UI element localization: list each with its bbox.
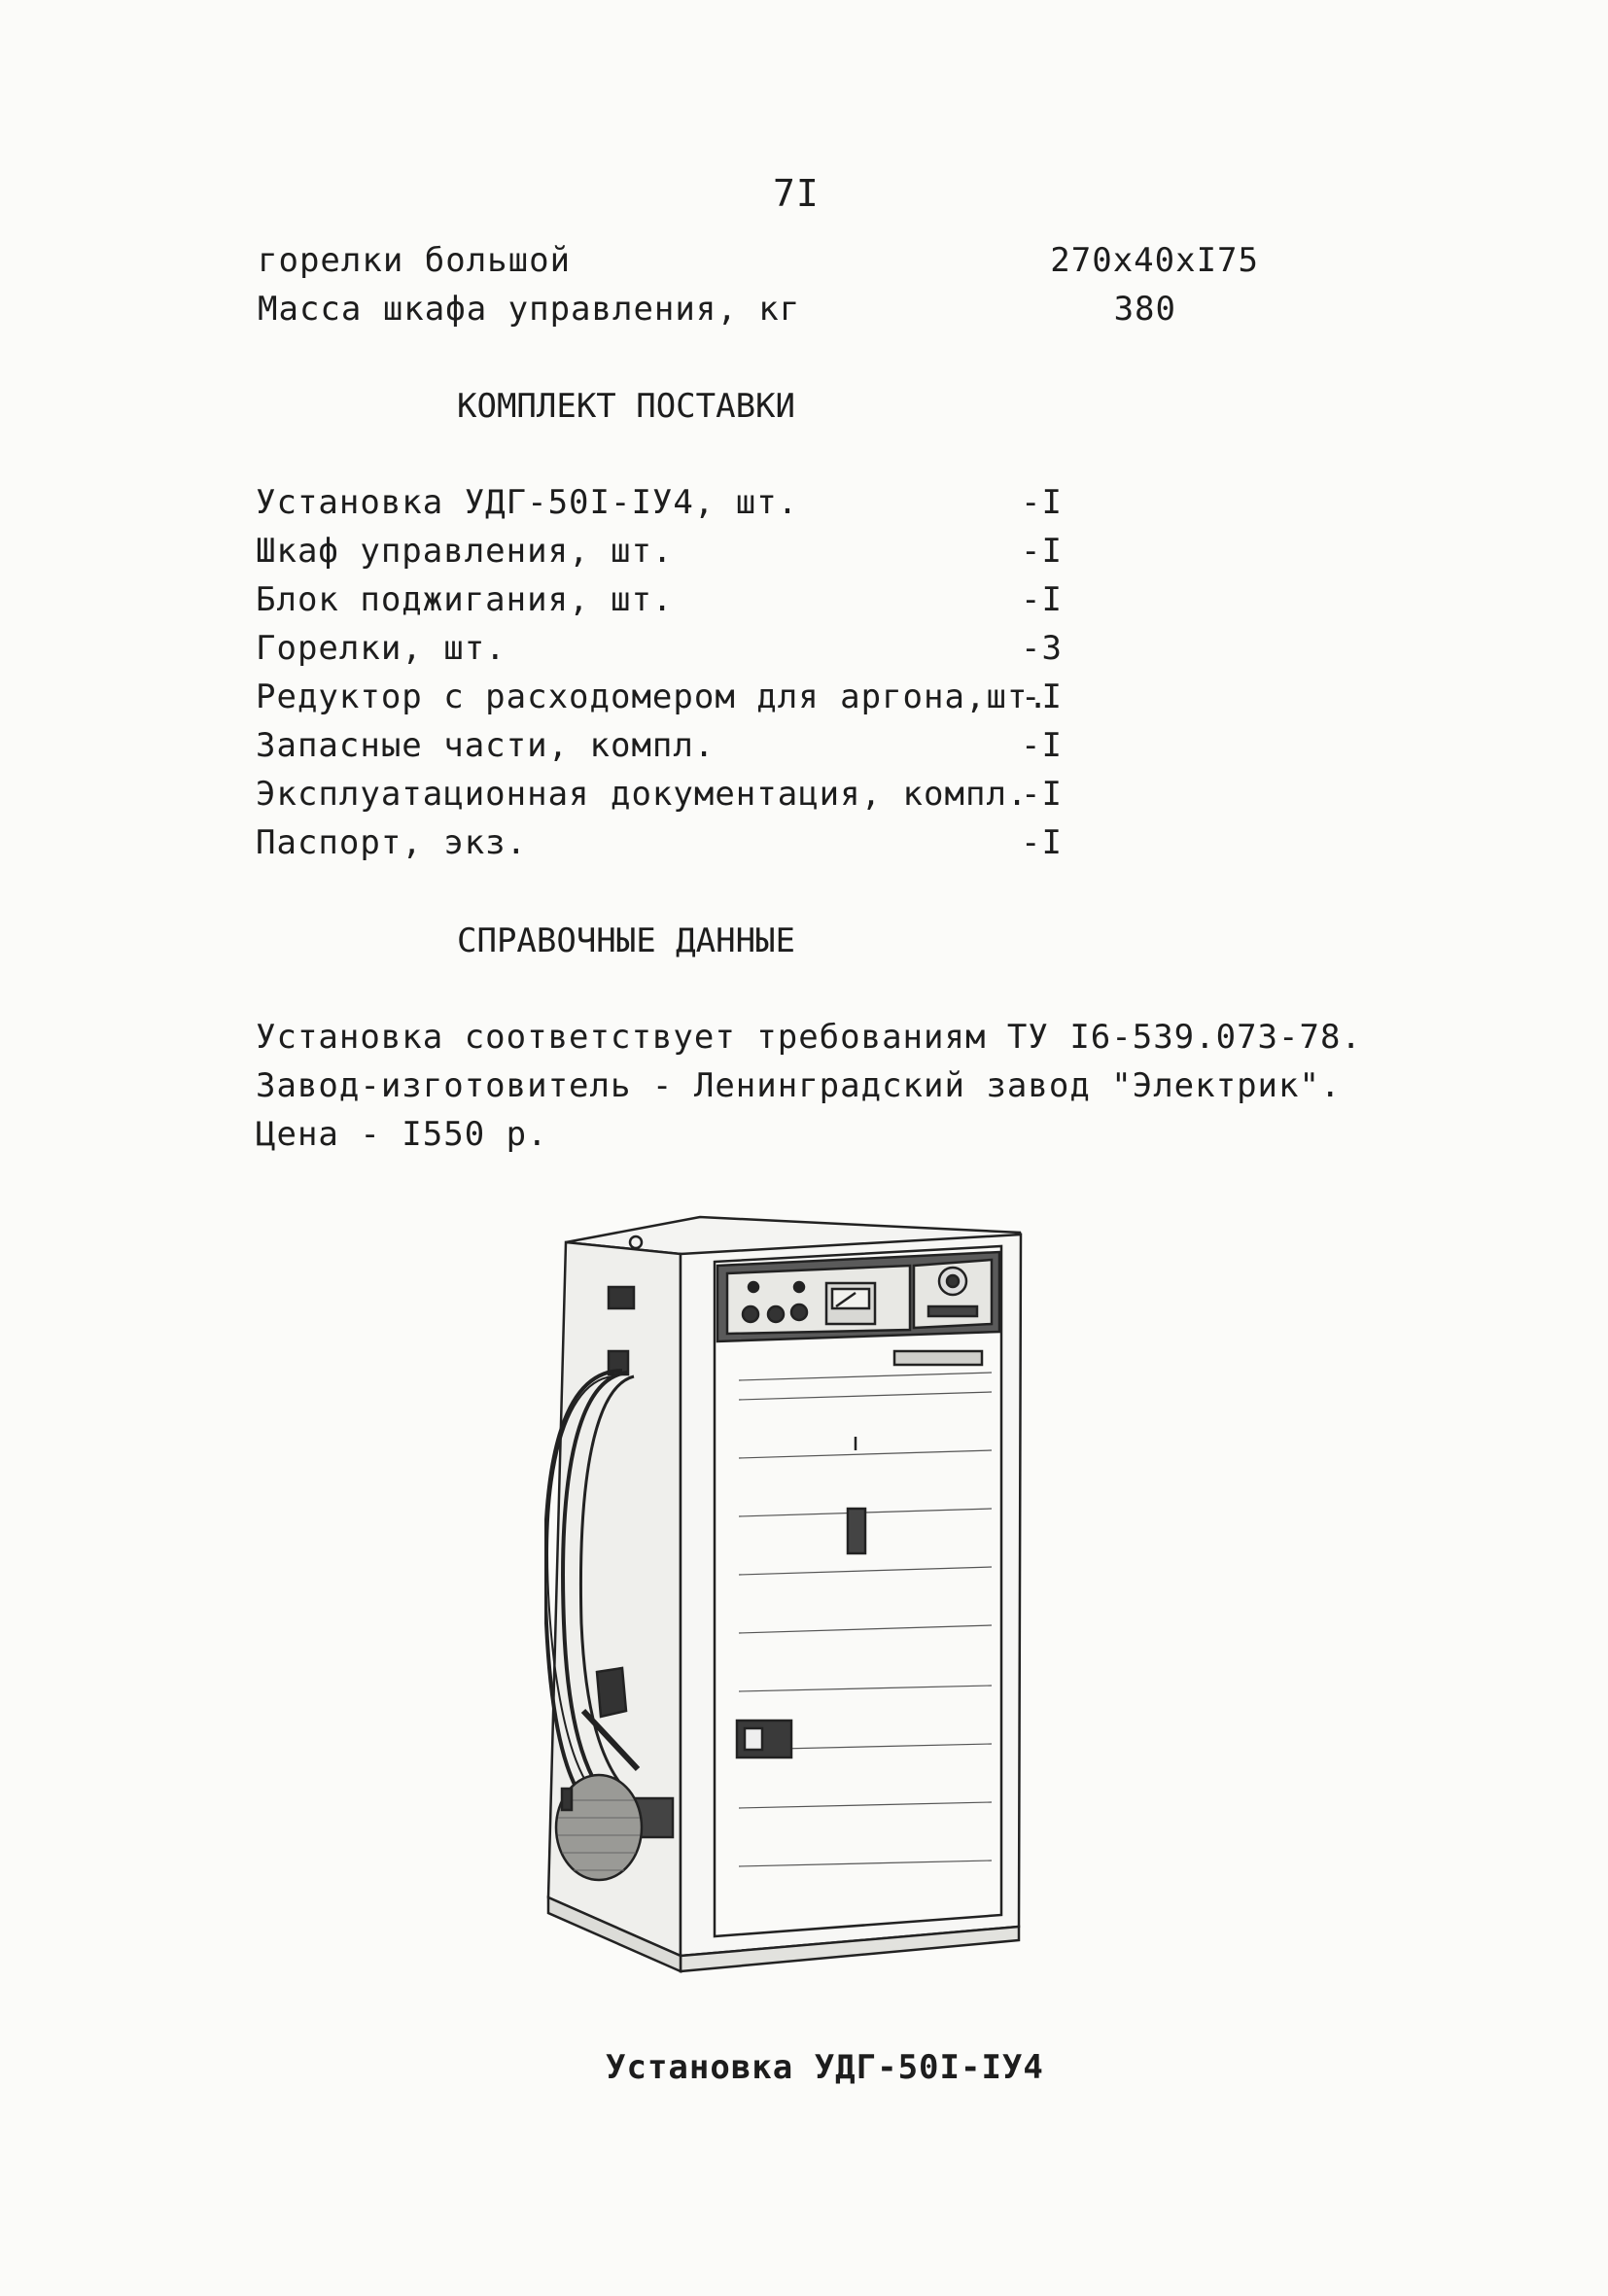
welding-cabinet-illustration — [544, 1215, 1023, 1973]
list-item: Эксплуатационная документация, компл. -I — [256, 775, 1063, 823]
list-item: Шкаф управления, шт. -I — [256, 532, 1063, 580]
list-item: Блок поджигания, шт. -I — [256, 580, 1063, 629]
page-number: 7I — [773, 172, 820, 215]
reference-line: Установка соответствует требованиям ТУ I… — [256, 1018, 1362, 1057]
list-item: Редуктор с расходомером для аргона,шт. -… — [256, 678, 1063, 726]
item-label: Горелки, шт. — [256, 629, 507, 668]
item-label: Шкаф управления, шт. — [256, 532, 674, 571]
list-item: Паспорт, экз. -I — [256, 823, 1063, 872]
figure-caption: Установка УДГ-50I-IУ4 — [606, 2048, 1044, 2087]
spec-row-torch-size: горелки большой 270x40xI75 — [258, 241, 1259, 280]
reference-line: Завод-изготовитель - Ленинградский завод… — [256, 1066, 1342, 1105]
item-qty: -I — [1021, 483, 1063, 522]
delivery-list: Установка УДГ-50I-IУ4, шт. -I Шкаф управ… — [256, 483, 1063, 872]
spec-label: Масса шкафа управления, кг — [258, 290, 801, 329]
item-qty: -I — [1021, 678, 1063, 716]
item-qty: -I — [1021, 580, 1063, 619]
reference-line: Цена - I550 р. — [256, 1115, 548, 1154]
item-label: Паспорт, экз. — [256, 823, 528, 862]
item-qty: -I — [1021, 823, 1063, 862]
list-item: Горелки, шт. -3 — [256, 629, 1063, 678]
item-qty: -I — [1021, 775, 1063, 814]
item-qty: -3 — [1021, 629, 1063, 668]
item-label: Установка УДГ-50I-IУ4, шт. — [256, 483, 799, 522]
spec-row-cabinet-mass: Масса шкафа управления, кг 380 — [258, 290, 1259, 329]
list-item: Запасные части, компл. -I — [256, 726, 1063, 775]
reference-heading: СПРАВОЧНЫЕ ДАННЫЕ — [457, 922, 795, 960]
item-qty: -I — [1021, 532, 1063, 571]
spec-value: 380 — [1113, 290, 1176, 329]
item-label: Блок поджигания, шт. — [256, 580, 674, 619]
list-item: Установка УДГ-50I-IУ4, шт. -I — [256, 483, 1063, 532]
item-label: Редуктор с расходомером для аргона,шт. — [256, 678, 1049, 716]
spec-label: горелки большой — [258, 241, 572, 280]
item-qty: -I — [1021, 726, 1063, 765]
delivery-heading: КОМПЛЕКТ ПОСТАВКИ — [457, 387, 795, 426]
item-label: Эксплуатационная документация, компл. — [256, 775, 1029, 814]
item-label: Запасные части, компл. — [256, 726, 716, 765]
spec-value: 270x40xI75 — [1050, 241, 1259, 280]
